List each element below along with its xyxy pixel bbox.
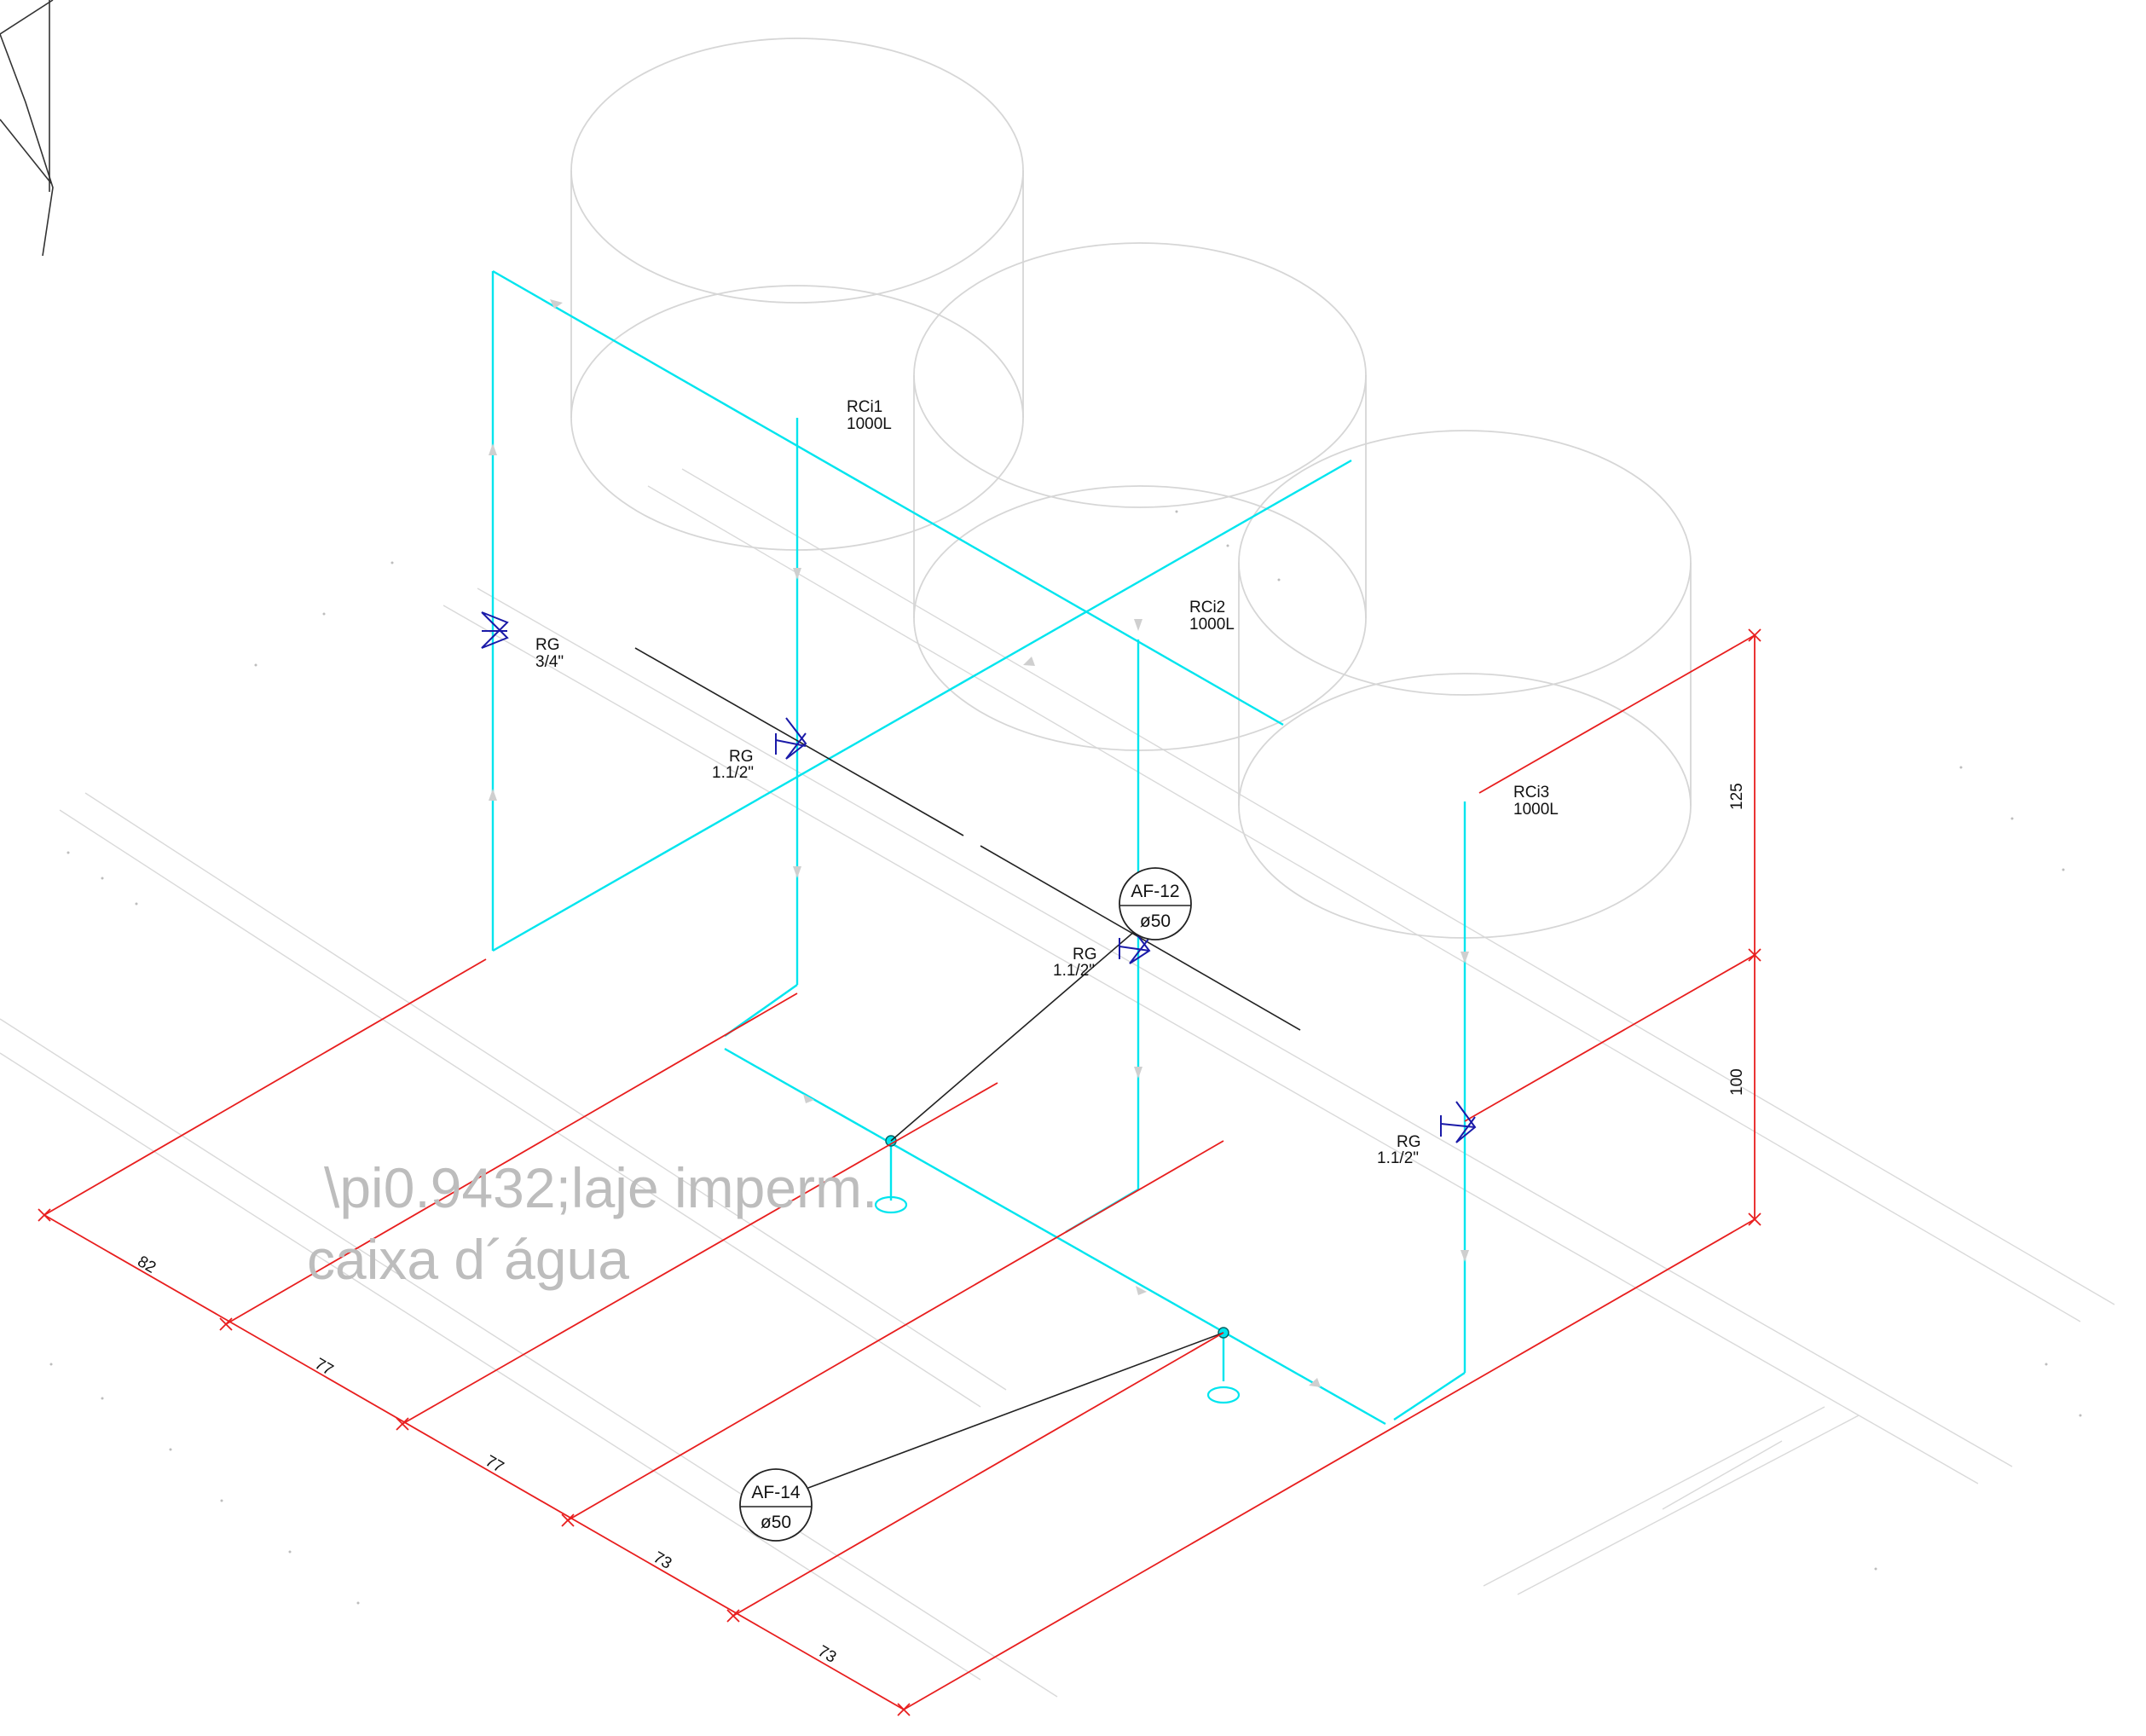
background-dot-grid (49, 510, 2082, 1605)
pipe-tag-diameter-af14: ø50 (761, 1513, 791, 1532)
dim-82: 82 (135, 1253, 159, 1277)
dim-100: 100 (1728, 1068, 1746, 1096)
reservoir-name-1: RCi1 (847, 398, 882, 416)
reservoir-capacity-1: 1000L (847, 415, 892, 433)
valve-code-1: RG (535, 636, 560, 654)
corner-sketch (0, 0, 54, 257)
dimension-lines (43, 634, 1756, 1710)
reservoir-capacity-2: 1000L (1189, 616, 1235, 634)
pipe-tag-af12: AF-12 ø50 (1119, 867, 1192, 940)
valve-icon-2 (775, 717, 807, 760)
dim-77-a: 77 (312, 1355, 337, 1380)
pipe-tag-af14: AF-14 ø50 (739, 1468, 813, 1542)
dim-77-b: 77 (483, 1452, 507, 1477)
valve-code-4: RG (1397, 1133, 1421, 1151)
valve-size-3: 1.1/2" (1053, 962, 1095, 980)
reservoir-name-2: RCi2 (1189, 599, 1225, 616)
valve-code-3: RG (1073, 946, 1097, 963)
dim-73-b: 73 (815, 1642, 840, 1667)
background-construction-lines (0, 468, 2115, 1698)
valve-icon-3 (1119, 924, 1151, 964)
valves (481, 611, 1477, 1143)
valve-icon-1 (481, 611, 509, 649)
cyan-pipes (491, 269, 1466, 1426)
dimension-ticks (38, 628, 1761, 1716)
reservoir-labels: RCi1 1000L RCi2 1000L RCi3 1000L (847, 398, 1559, 819)
tank-rci2 (913, 242, 1367, 751)
dimension-labels: 82 77 77 73 73 125 100 (135, 783, 1747, 1667)
valve-code-2: RG (729, 748, 754, 766)
slab-annotation-line2: caixa d´água (307, 1228, 629, 1291)
cyan-nodes (874, 1195, 1241, 1404)
valve-size-2: 1.1/2" (712, 764, 754, 782)
dim-125: 125 (1728, 783, 1746, 810)
valve-icon-4 (1440, 1101, 1477, 1143)
valve-size-1: 3/4" (535, 653, 564, 671)
pipe-tag-id-af14: AF-14 (751, 1483, 801, 1502)
reservoir-capacity-3: 1000L (1513, 801, 1559, 819)
pipe-tag-id-af12: AF-12 (1131, 882, 1179, 901)
pipe-tag-diameter-af12: ø50 (1140, 911, 1171, 931)
slab-annotation: \pi0.9432;laje imperm. caixa d´água (307, 1156, 877, 1291)
reservoir-name-3: RCi3 (1513, 784, 1549, 801)
dim-73-a: 73 (651, 1548, 675, 1573)
valve-labels: RG 3/4" RG 1.1/2" RG 1.1/2" RG 1.1/2" (535, 636, 1421, 1167)
slab-annotation-line1: \pi0.9432;laje imperm. (324, 1156, 877, 1219)
flow-arrows (489, 299, 1469, 1387)
valve-size-4: 1.1/2" (1377, 1149, 1419, 1167)
